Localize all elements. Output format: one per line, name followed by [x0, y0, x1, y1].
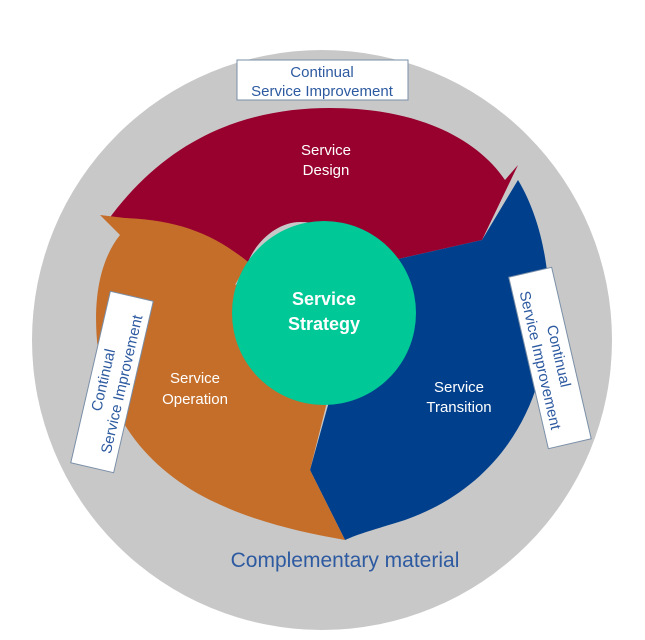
service-design-segment [108, 108, 518, 262]
improvement-box-top: Continual Service Improvement [236, 59, 409, 101]
service-operation-line1: Service [170, 370, 220, 387]
service-operation-line2: Operation [162, 391, 228, 408]
service-transition-line2: Transition [426, 399, 491, 416]
service-design-line1: Service [301, 142, 351, 159]
service-strategy-line2: Strategy [288, 314, 360, 334]
improvement-box-left: Continual Service Improvement [70, 290, 154, 474]
service-transition-line1: Service [434, 379, 484, 396]
service-strategy-circle [232, 221, 416, 405]
improvement-top-line1: Continual [290, 64, 353, 81]
service-operation-segment [96, 215, 345, 540]
improvement-top-line2: Service Improvement [251, 83, 394, 100]
service-strategy-line1: Service [292, 289, 356, 309]
complementary-material-label: Complementary material [231, 549, 460, 572]
service-design-line2: Design [303, 162, 350, 179]
